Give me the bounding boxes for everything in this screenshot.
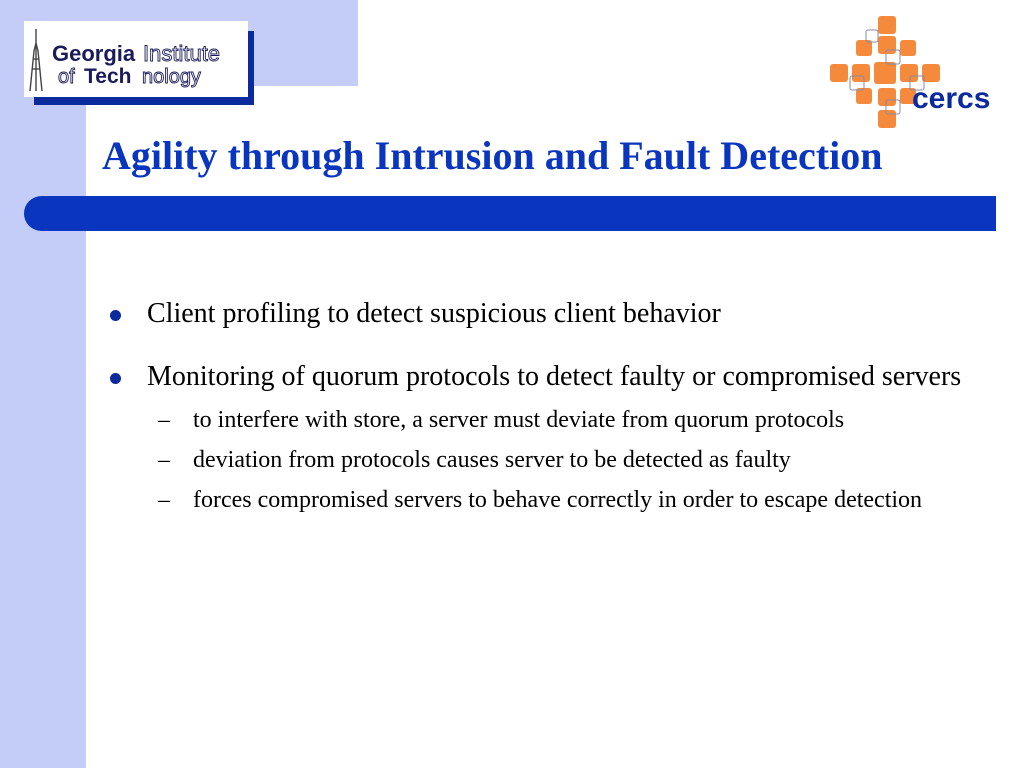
- sub-bullet-text: deviation from protocols causes server t…: [193, 447, 791, 473]
- sub-bullet-item: – to interfere with store, a server must…: [147, 404, 990, 436]
- bullet-dot-icon: [110, 310, 121, 321]
- bullet-text: Monitoring of quorum protocols to detect…: [147, 361, 962, 392]
- sub-bullet-item: – deviation from protocols causes server…: [147, 444, 990, 476]
- side-decor-band: [0, 0, 86, 768]
- dash-icon: –: [158, 447, 170, 473]
- logo-word-of: of: [58, 66, 75, 88]
- bullet-list: Client profiling to detect suspicious cl…: [110, 296, 990, 544]
- sub-bullet-item: – forces compromised servers to behave c…: [147, 484, 990, 516]
- georgia-tech-logo: Georgia Institute of Tech nology: [24, 21, 248, 97]
- logo-word-georgia: Georgia: [52, 41, 136, 66]
- bullet-dot-icon: [110, 373, 121, 384]
- logo-word-tech: Tech: [84, 65, 131, 88]
- title-underline-bar: [24, 196, 996, 231]
- sub-bullet-text: forces compromised servers to behave cor…: [193, 487, 923, 513]
- bullet-item: Client profiling to detect suspicious cl…: [110, 296, 990, 331]
- sub-bullet-text: to interfere with store, a server must d…: [193, 407, 845, 433]
- georgia-tech-logo-graphic: Georgia Institute of Tech nology: [29, 29, 220, 92]
- bullet-text: Client profiling to detect suspicious cl…: [147, 298, 721, 329]
- bullet-item: Monitoring of quorum protocols to detect…: [110, 359, 990, 516]
- slide-title: Agility through Intrusion and Fault Dete…: [102, 133, 883, 178]
- sub-bullet-list: – to interfere with store, a server must…: [147, 404, 990, 516]
- logo-word-nology: nology: [142, 66, 201, 88]
- logo-word-institute: Institute: [143, 41, 220, 66]
- dash-icon: –: [158, 487, 170, 513]
- cercs-cross-icon: [830, 16, 940, 128]
- dash-icon: –: [158, 407, 170, 433]
- tower-icon: [29, 29, 43, 92]
- cercs-logo: cercs: [830, 16, 990, 128]
- cercs-wordmark: cercs: [912, 82, 990, 115]
